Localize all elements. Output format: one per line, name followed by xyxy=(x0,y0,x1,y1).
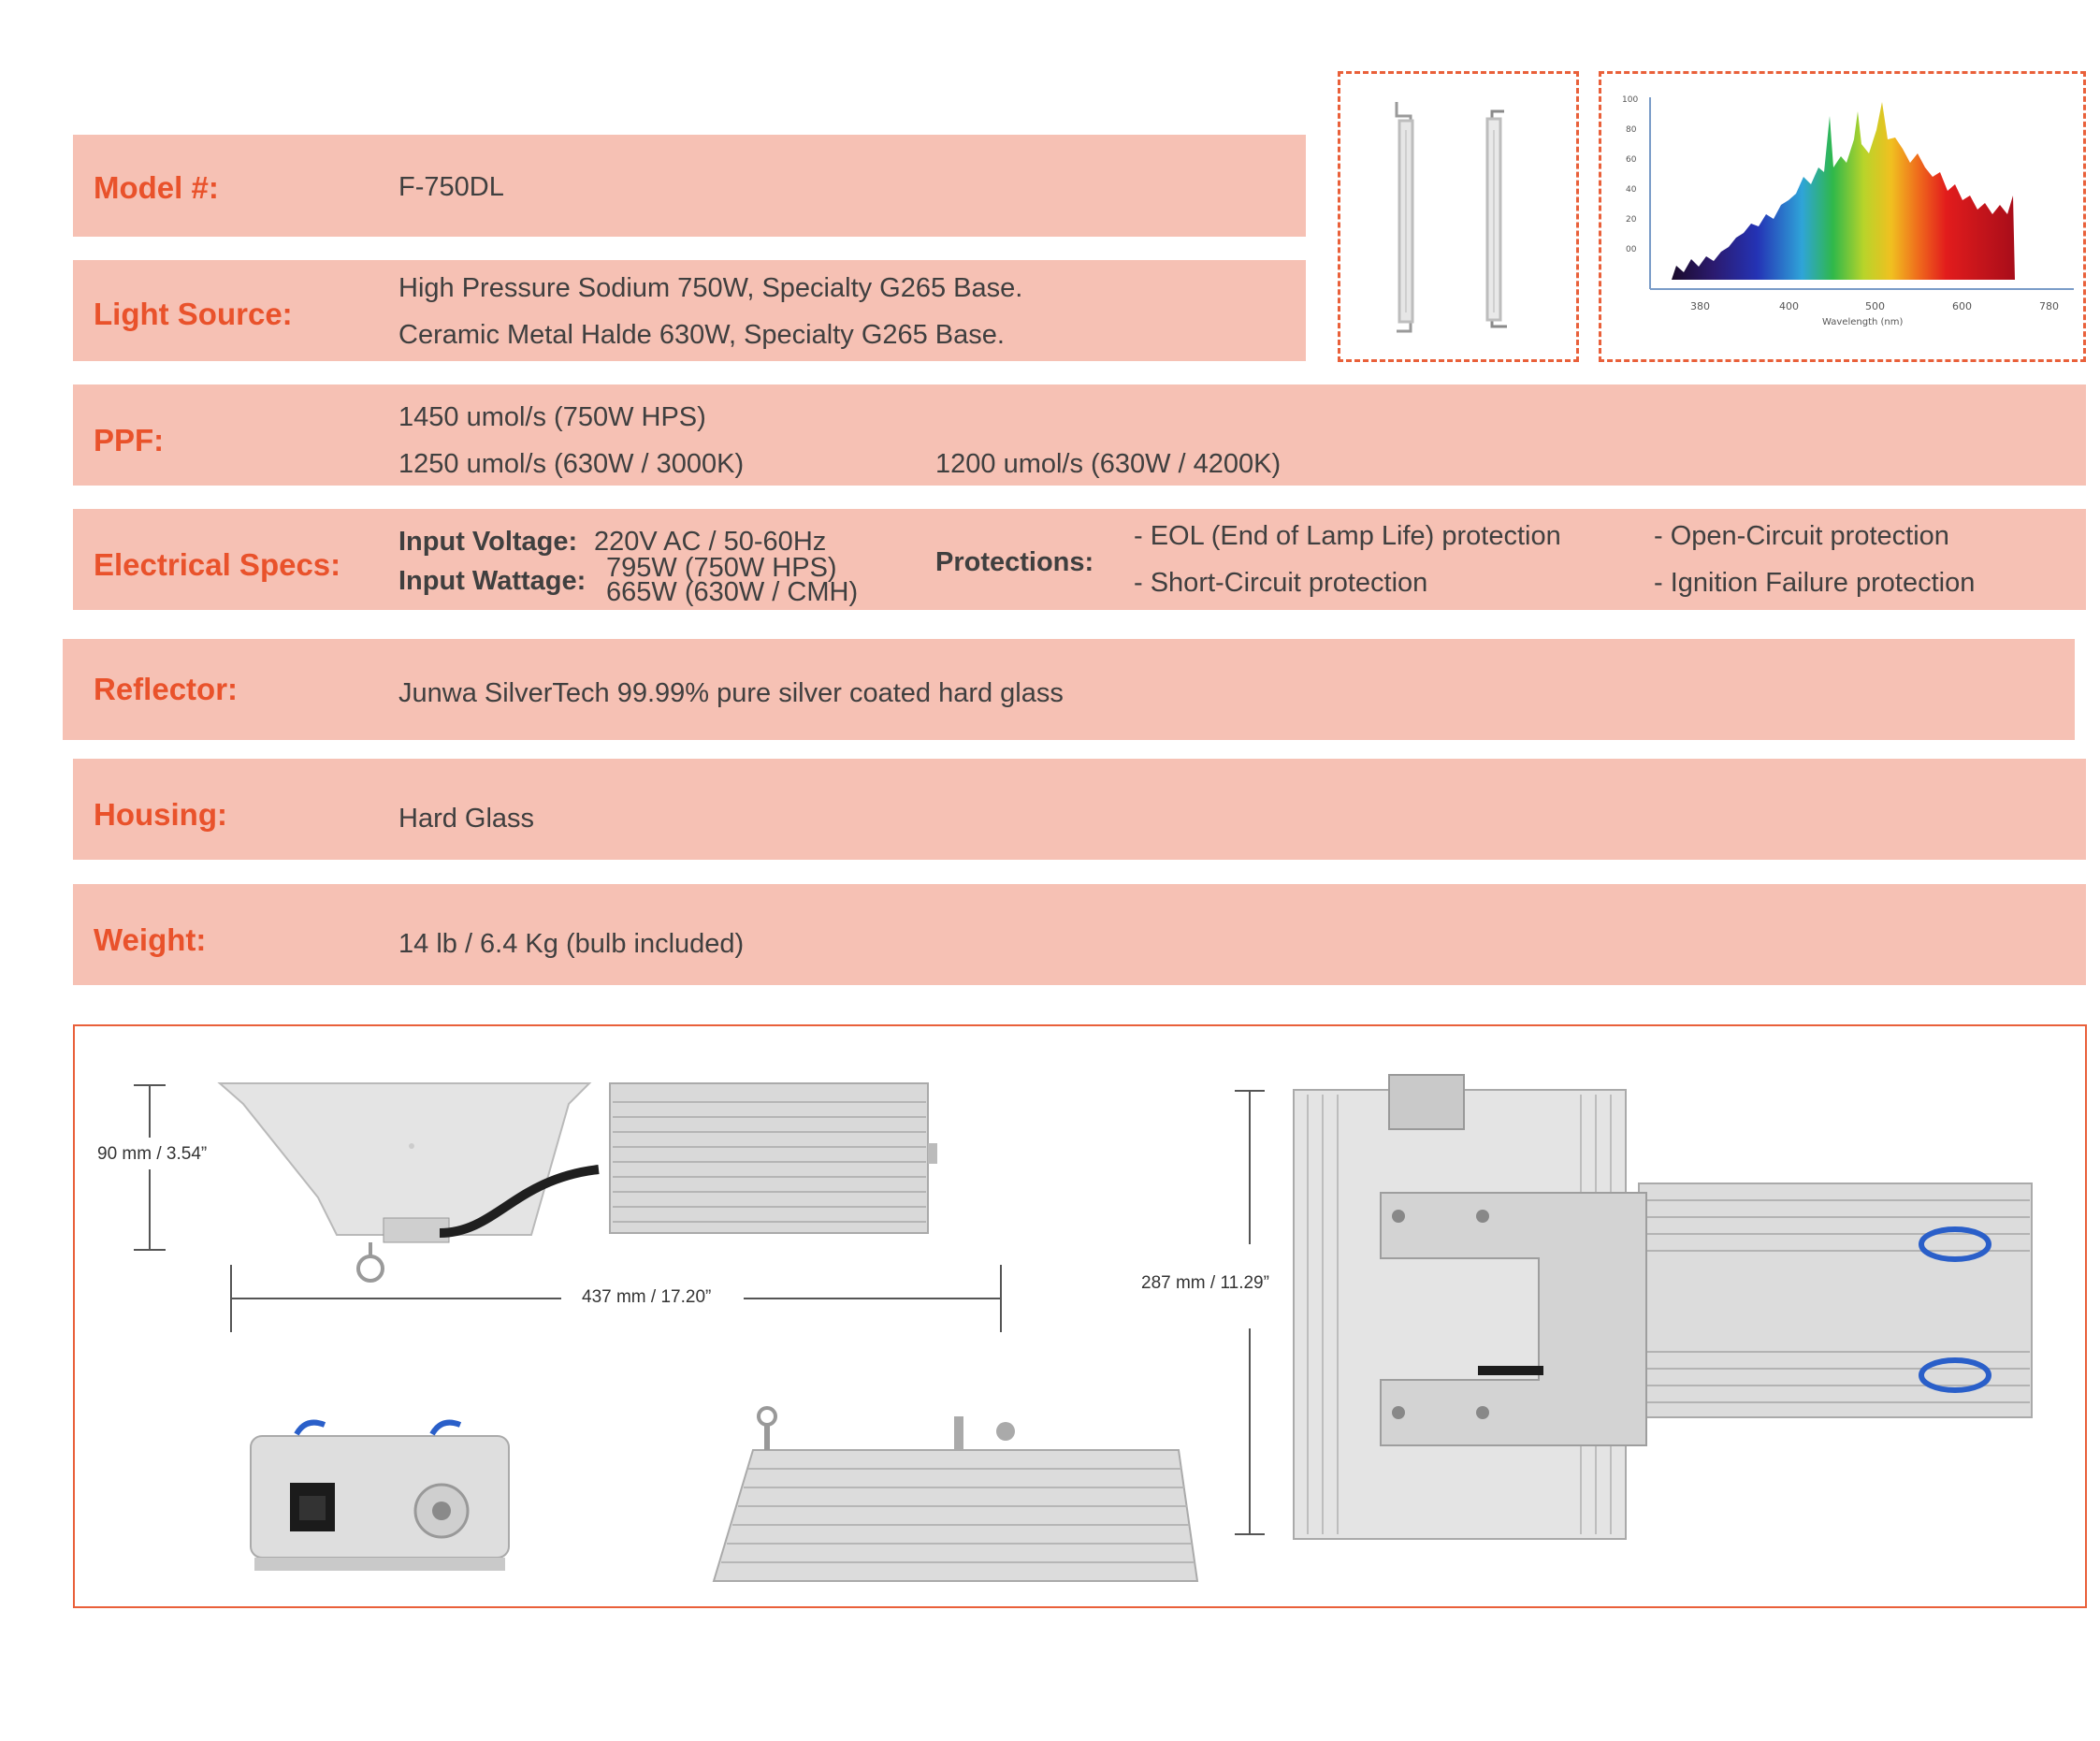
light-source-line2: Ceramic Metal Halde 630W, Specialty G265… xyxy=(398,320,1005,350)
spectrum-y-ticks: 100 80 60 40 20 00 xyxy=(1622,95,1638,254)
y-tick-20: 20 xyxy=(1626,215,1637,225)
protection-ignition: - Ignition Failure protection xyxy=(1654,568,1976,598)
x-tick-600: 600 xyxy=(1952,300,1972,312)
fixture-side-view xyxy=(217,1082,937,1283)
protection-open-circuit: - Open-Circuit protection xyxy=(1654,521,1949,551)
spectrum-chart: 100 80 60 40 20 00 380 400 500 600 780 W… xyxy=(1622,95,2074,327)
ppf-line2b: 1200 umol/s (630W / 4200K) xyxy=(935,449,1282,479)
model-value: F-750DL xyxy=(398,172,504,202)
y-tick-00: 00 xyxy=(1626,245,1637,254)
y-tick-40: 40 xyxy=(1626,185,1637,195)
x-tick-400: 400 xyxy=(1779,300,1799,312)
ppf-line1: 1450 umol/s (750W HPS) xyxy=(398,402,706,432)
model-label: Model #: xyxy=(94,170,219,205)
input-voltage-label: Input Voltage: xyxy=(398,527,578,557)
protections-label: Protections: xyxy=(935,547,1094,577)
light-source-line1: High Pressure Sodium 750W, Specialty G26… xyxy=(398,273,1023,303)
x-tick-500: 500 xyxy=(1865,300,1885,312)
dim-height-large: 287 mm / 11.29” xyxy=(1141,1273,1269,1293)
x-tick-780: 780 xyxy=(2039,300,2059,312)
bulb-right xyxy=(1485,109,1507,328)
housing-row xyxy=(73,759,2086,860)
x-tick-380: 380 xyxy=(1690,300,1710,312)
electrical-label: Electrical Specs: xyxy=(94,547,341,582)
y-tick-60: 60 xyxy=(1626,155,1637,165)
dimensions-frame xyxy=(73,1024,2087,1608)
housing-label: Housing: xyxy=(94,797,227,832)
light-source-label: Light Source: xyxy=(94,297,293,331)
fixture-top-view xyxy=(1293,1074,2033,1540)
bulb-left xyxy=(1395,102,1414,333)
y-tick-80: 80 xyxy=(1626,125,1637,135)
dim-length: 437 mm / 17.20” xyxy=(582,1287,712,1307)
reflector-label: Reflector: xyxy=(94,672,239,706)
ballast-side-view xyxy=(712,1406,1199,1582)
bulb-image xyxy=(1395,102,1507,333)
dim-height-small: 90 mm / 3.54” xyxy=(97,1144,208,1164)
spectrum-frame xyxy=(1599,71,2086,362)
housing-value: Hard Glass xyxy=(398,804,535,834)
y-tick-100: 100 xyxy=(1622,95,1638,105)
model-row xyxy=(73,135,1306,237)
spectrum-area xyxy=(1672,102,2015,280)
bulb-image-frame xyxy=(1338,71,1579,362)
light-source-row xyxy=(73,260,1306,361)
electrical-row xyxy=(73,509,2086,610)
spectrum-x-ticks: 380 400 500 600 780 xyxy=(1690,300,2059,312)
weight-value: 14 lb / 6.4 Kg (bulb included) xyxy=(398,929,745,959)
ppf-label: PPF: xyxy=(94,423,165,457)
weight-row xyxy=(73,884,2086,985)
reflector-value: Junwa SilverTech 99.99% pure silver coat… xyxy=(398,678,1064,708)
ppf-row xyxy=(73,384,2086,486)
input-wattage-value1: 795W (750W HPS) xyxy=(606,553,837,583)
protection-eol: - EOL (End of Lamp Life) protection xyxy=(1134,521,1561,551)
input-wattage-label: Input Wattage: xyxy=(398,566,587,596)
reflector-row xyxy=(63,639,2075,740)
ballast-end-view xyxy=(250,1419,510,1571)
input-voltage-value: 220V AC / 50-60Hz xyxy=(594,527,827,557)
spectrum-x-label: Wavelength (nm) xyxy=(1822,317,1903,327)
input-wattage-value2: 665W (630W / CMH) xyxy=(606,577,859,607)
weight-label: Weight: xyxy=(94,922,207,957)
protection-short-circuit: - Short-Circuit protection xyxy=(1134,568,1428,598)
ppf-line2a: 1250 umol/s (630W / 3000K) xyxy=(398,449,745,479)
